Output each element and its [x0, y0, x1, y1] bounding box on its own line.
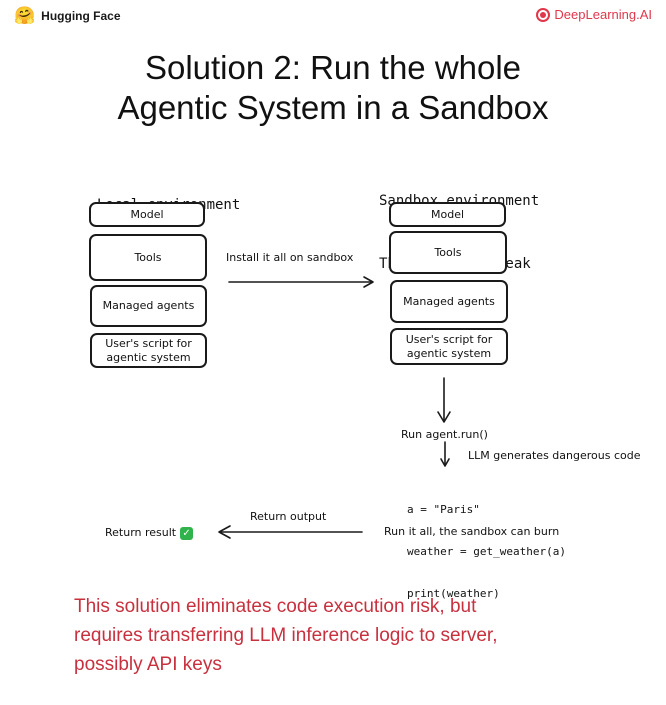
footer-line-2: requires transferring LLM inference logi…	[74, 625, 498, 646]
slide-title: Solution 2: Run the whole Agentic System…	[0, 48, 666, 128]
code-line-2: weather = get_weather(a)	[407, 545, 566, 558]
return-result: Return result✓	[105, 526, 194, 540]
local-model-box: Model	[89, 202, 205, 227]
return-result-label: Return result	[105, 526, 177, 539]
top-bar: 🤗 Hugging Face DeepLearning.AI	[0, 0, 666, 36]
footer-line-1: This solution eliminates code execution …	[74, 596, 477, 617]
slide-title-line-2: Agentic System in a Sandbox	[117, 89, 549, 126]
llm-generates-label: LLM generates dangerous code	[468, 449, 641, 462]
local-users-script-box: User's script for agentic system	[90, 333, 207, 368]
hugging-face-emoji-icon: 🤗	[14, 6, 36, 26]
footer-note: This solution eliminates code execution …	[74, 592, 634, 679]
local-tools-box: Tools	[89, 234, 207, 281]
code-snippet: a = "Paris" weather = get_weather(a) pri…	[407, 475, 566, 615]
sandbox-model-box: Model	[389, 202, 506, 227]
deeplearning-ai-logo: DeepLearning.AI	[536, 7, 652, 22]
code-line-1: a = "Paris"	[407, 503, 480, 516]
check-mark-icon: ✓	[180, 526, 194, 540]
hugging-face-logo-text: Hugging Face	[41, 9, 121, 23]
return-output-label: Return output	[250, 510, 327, 523]
sandbox-users-script-box: User's script for agentic system	[390, 328, 508, 365]
sandbox-managed-agents-box: Managed agents	[390, 280, 508, 323]
slide-title-line-1: Solution 2: Run the whole	[144, 49, 522, 86]
run-it-all-label: Run it all, the sandbox can burn	[384, 525, 560, 538]
llm-down-arrow-head	[440, 458, 450, 467]
deeplearning-ai-logo-text: DeepLearning.AI	[554, 7, 652, 22]
run-agent-label: Run agent.run()	[401, 428, 488, 441]
sandbox-tools-box: Tools	[389, 231, 507, 274]
hugging-face-logo: 🤗 Hugging Face	[14, 6, 121, 26]
return-arrow-head	[218, 525, 231, 539]
install-label: Install it all on sandbox	[226, 251, 354, 264]
local-managed-agents-box: Managed agents	[90, 285, 207, 327]
footer-line-3: possibly API keys	[74, 654, 222, 675]
install-arrow-head	[363, 276, 374, 288]
code-line-3: print(weather)	[407, 587, 500, 600]
deeplearning-ai-icon	[536, 7, 551, 22]
run-down-arrow-head	[437, 411, 451, 423]
